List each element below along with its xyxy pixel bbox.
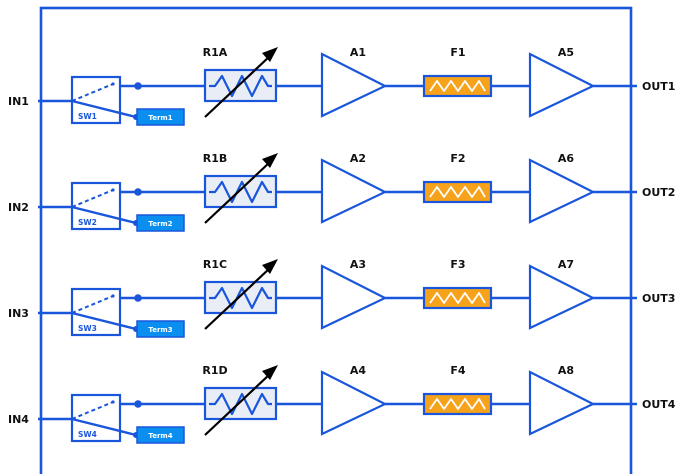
switch-to-term-wire	[71, 99, 137, 119]
switch-contact-point	[111, 400, 115, 404]
resistor-zigzag	[209, 392, 272, 416]
attenuator-box	[203, 280, 278, 315]
output-label: OUT2	[642, 186, 675, 199]
terminator-box	[136, 214, 185, 232]
attenuator-box	[203, 174, 278, 209]
switch-to-term-wire	[71, 205, 137, 225]
input-label: IN1	[8, 95, 29, 108]
adjust-arrow-shaft	[204, 373, 271, 436]
attenuator-label: R1C	[203, 258, 227, 271]
filter-zigzag	[429, 292, 486, 304]
input-label: IN2	[8, 201, 29, 214]
resistor-zigzag	[209, 286, 272, 310]
terminator-box	[136, 108, 185, 126]
amp-in-label: A3	[350, 258, 366, 271]
switch-label: SW4	[78, 430, 97, 439]
switch-to-term-wire	[71, 311, 137, 331]
terminator-box	[136, 320, 185, 338]
switch-contact-dashed	[71, 189, 114, 208]
amp-in-label: A4	[350, 364, 367, 377]
switch-contact-point	[111, 294, 115, 298]
switch-label: SW2	[78, 218, 97, 227]
terminator-box	[136, 426, 185, 444]
enclosure-border	[39, 6, 633, 474]
amplifier-in-triangle	[320, 52, 388, 118]
amp-in-label: A1	[350, 46, 366, 59]
switch-contact-dashed	[71, 83, 114, 102]
resistor-zigzag	[209, 180, 272, 204]
attenuator-label: R1B	[203, 152, 228, 165]
amplifier-out-triangle	[528, 158, 596, 224]
output-label: OUT1	[642, 80, 675, 93]
amplifier-out-triangle	[528, 264, 596, 330]
amplifier-in-triangle	[320, 158, 388, 224]
filter-zigzag	[429, 80, 486, 92]
adjust-arrowhead	[262, 47, 278, 62]
adjust-arrow-shaft	[204, 55, 271, 118]
output-label: OUT4	[642, 398, 676, 411]
adjust-arrowhead	[262, 259, 278, 274]
switch-contact-point	[111, 82, 115, 86]
switch-label: SW1	[78, 112, 97, 121]
amp-out-label: A6	[558, 152, 575, 165]
amp-in-label: A2	[350, 152, 366, 165]
amp-out-label: A8	[558, 364, 574, 377]
filter-label: F4	[450, 364, 466, 377]
switch-label: SW3	[78, 324, 97, 333]
terminator-label: Term4	[148, 432, 172, 440]
switch-contact-dashed	[71, 401, 114, 420]
amplifier-in-triangle	[320, 264, 388, 330]
input-label: IN3	[8, 307, 29, 320]
terminator-label: Term1	[148, 114, 172, 122]
amp-out-label: A5	[558, 46, 574, 59]
amp-out-label: A7	[558, 258, 574, 271]
filter-label: F1	[450, 46, 465, 59]
attenuator-label: R1A	[203, 46, 228, 59]
attenuator-label: R1D	[202, 364, 227, 377]
filter-label: F2	[450, 152, 465, 165]
switch-contact-point	[111, 188, 115, 192]
adjust-arrowhead	[262, 365, 278, 380]
switch-contact-dashed	[71, 295, 114, 314]
filter-zigzag	[429, 186, 486, 198]
amplifier-out-triangle	[528, 370, 596, 436]
output-label: OUT3	[642, 292, 675, 305]
amplifier-in-triangle	[320, 370, 388, 436]
amplifier-out-triangle	[528, 52, 596, 118]
adjust-arrowhead	[262, 153, 278, 168]
switch-to-term-wire	[71, 417, 137, 437]
filter-label: F3	[450, 258, 465, 271]
terminator-label: Term3	[148, 326, 172, 334]
filter-zigzag	[429, 398, 486, 410]
input-label: IN4	[8, 413, 29, 426]
adjust-arrow-shaft	[204, 161, 271, 224]
resistor-zigzag	[209, 74, 272, 98]
terminator-label: Term2	[148, 220, 172, 228]
adjust-arrow-shaft	[204, 267, 271, 330]
